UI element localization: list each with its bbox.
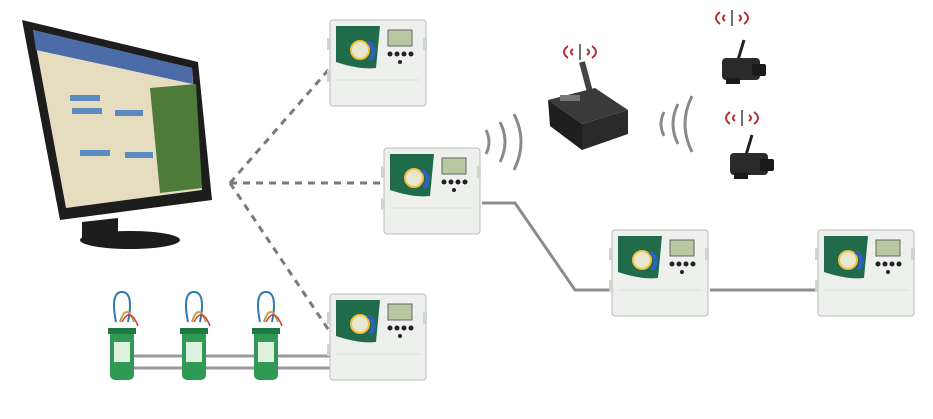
decoder-wires	[110, 354, 332, 370]
field-decoder-3	[251, 291, 283, 381]
signal-icon	[715, 9, 749, 27]
controller-2	[379, 146, 483, 236]
controller-1	[325, 18, 429, 108]
link-computer-controller-1	[228, 67, 332, 184]
field-decoder-2	[179, 291, 211, 381]
field-decoder-1	[107, 291, 139, 381]
controller-4	[607, 228, 711, 318]
controller-5	[813, 228, 917, 318]
signal-icon	[725, 109, 759, 127]
controller-3	[325, 292, 429, 382]
wireless-waves-icon	[659, 95, 694, 153]
wireless-waves-icon	[484, 113, 523, 171]
wireless-hub-icon	[548, 61, 628, 150]
solid-links	[482, 201, 818, 292]
link-controller-2-controller-4	[482, 201, 612, 292]
signal-icon	[563, 43, 597, 61]
dashed-links	[228, 67, 383, 333]
wireless-sensor-1	[720, 38, 768, 86]
desktop-monitor-icon	[22, 20, 212, 249]
link-computer-controller-3	[228, 182, 332, 333]
wireless-sensor-2	[728, 133, 776, 181]
